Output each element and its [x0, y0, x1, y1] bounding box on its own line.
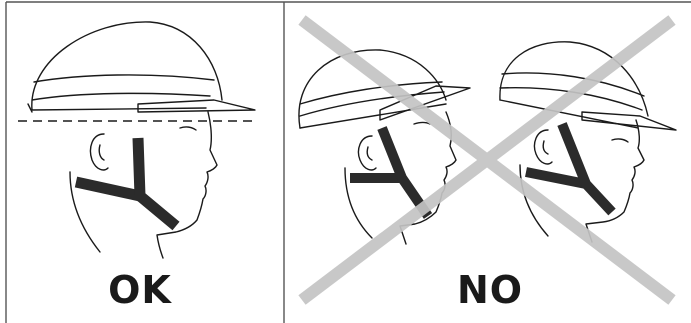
ok-label: OK	[60, 266, 220, 314]
helmet-head-tilted-forward-icon	[500, 42, 676, 242]
cross-out-icon	[302, 20, 672, 300]
no-label: NO	[390, 266, 590, 314]
